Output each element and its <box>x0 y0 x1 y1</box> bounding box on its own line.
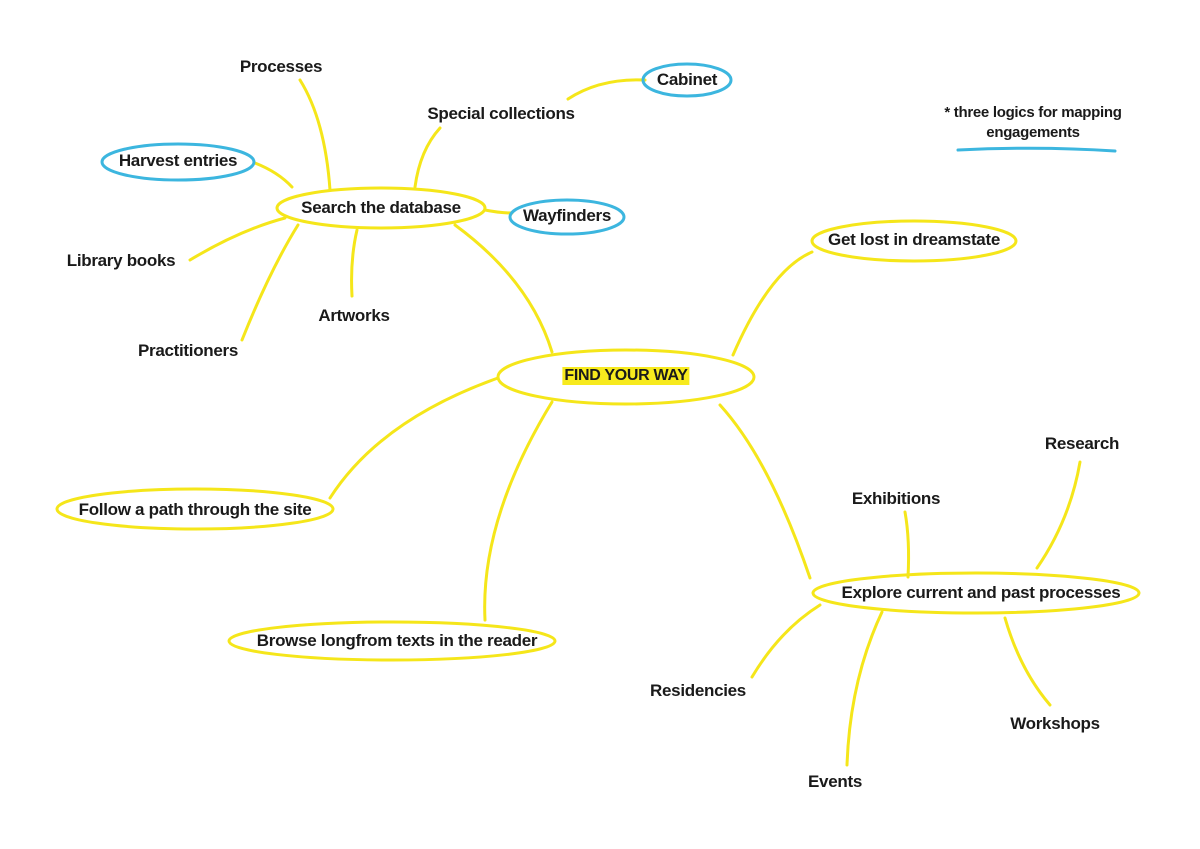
outline-browse <box>227 620 557 662</box>
outline-harvest <box>100 142 256 182</box>
node-search[interactable]: Search the database <box>301 198 461 217</box>
edge-harvest <box>253 161 294 189</box>
node-special-collections[interactable]: Special collections <box>427 104 575 123</box>
outline-dreamstate <box>810 219 1018 263</box>
center-node[interactable]: FIND YOUR WAY <box>562 367 690 385</box>
edge-follow <box>328 376 500 500</box>
note-line-2: engagements <box>986 124 1080 141</box>
edge-search <box>453 223 554 354</box>
legend-note: * three logics for mapping engagements <box>944 103 1122 143</box>
node-follow-path[interactable]: Follow a path through the site <box>78 500 312 519</box>
node-artworks[interactable]: Artworks <box>318 306 390 325</box>
edge-browse <box>483 400 554 622</box>
node-library-books[interactable]: Library books <box>66 251 176 270</box>
outline-wayfinders <box>508 198 626 236</box>
node-wayfinders[interactable]: Wayfinders <box>522 206 612 225</box>
outline-center <box>496 348 756 406</box>
edge-research <box>1035 460 1082 570</box>
edge-dreamstate <box>731 250 814 357</box>
edge-processes <box>298 78 332 192</box>
edge-artworks <box>350 228 359 298</box>
node-processes[interactable]: Processes <box>239 57 323 76</box>
outline-search <box>275 186 487 230</box>
node-workshops[interactable]: Workshops <box>1010 714 1100 733</box>
node-exhibitions[interactable]: Exhibitions <box>851 489 941 508</box>
edge-explore <box>718 403 812 580</box>
note-underline <box>956 146 1117 153</box>
outline-cabinet <box>641 62 733 98</box>
node-harvest[interactable]: Harvest entries <box>118 151 238 170</box>
node-cabinet[interactable]: Cabinet <box>656 70 718 89</box>
edge-special <box>413 126 442 189</box>
node-research[interactable]: Research <box>1044 434 1120 453</box>
node-events[interactable]: Events <box>808 772 862 791</box>
edge-practitioners <box>240 223 300 342</box>
outline-follow <box>55 487 335 531</box>
edge-events <box>845 610 884 767</box>
outline-explore <box>811 571 1141 615</box>
node-browse[interactable]: Browse longfrom texts in the reader <box>256 631 538 650</box>
edge-residencies <box>750 603 822 679</box>
node-residencies[interactable]: Residencies <box>650 681 746 700</box>
edge-cabinet <box>566 78 647 101</box>
node-practitioners[interactable]: Practitioners <box>137 341 239 360</box>
edge-library <box>188 216 287 262</box>
edge-workshops <box>1003 616 1052 707</box>
node-explore[interactable]: Explore current and past processes <box>841 583 1121 602</box>
edge-wayfinders <box>483 208 514 215</box>
edge-exhibitions <box>903 510 911 579</box>
node-dreamstate[interactable]: Get lost in dreamstate <box>828 230 1000 249</box>
note-line-1: * three logics for mapping <box>944 104 1122 121</box>
